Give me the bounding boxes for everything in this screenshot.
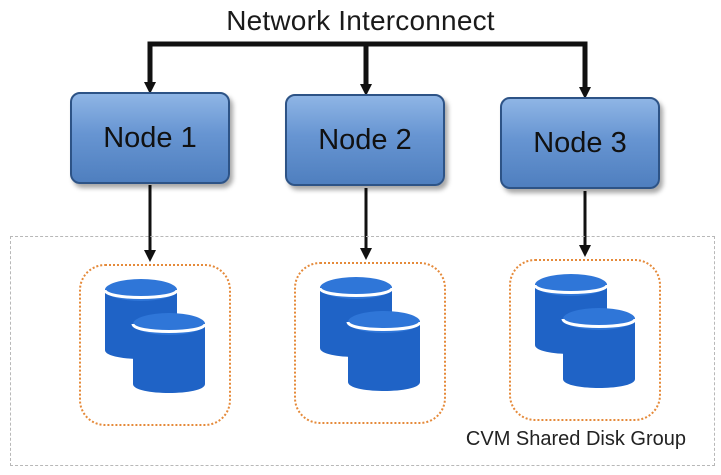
node-3: Node 3 <box>500 97 660 189</box>
node-2: Node 2 <box>285 94 445 186</box>
disk-stack-icon <box>318 277 422 391</box>
node-1: Node 1 <box>70 92 230 184</box>
disk-group-1 <box>79 264 231 426</box>
disk-stack-icon <box>103 279 207 393</box>
node-2-label: Node 2 <box>318 123 412 156</box>
disk-group-2 <box>294 262 446 424</box>
cvm-shared-disk-group: CVM Shared Disk Group <box>10 236 715 466</box>
cvm-shared-disk-group-label: CVM Shared Disk Group <box>465 428 686 450</box>
node-3-label: Node 3 <box>533 126 627 159</box>
node-1-label: Node 1 <box>103 121 197 154</box>
disk-stack-icon <box>533 274 637 388</box>
disk-group-3 <box>509 259 661 421</box>
network-interconnect-label: Network Interconnect <box>226 5 495 36</box>
